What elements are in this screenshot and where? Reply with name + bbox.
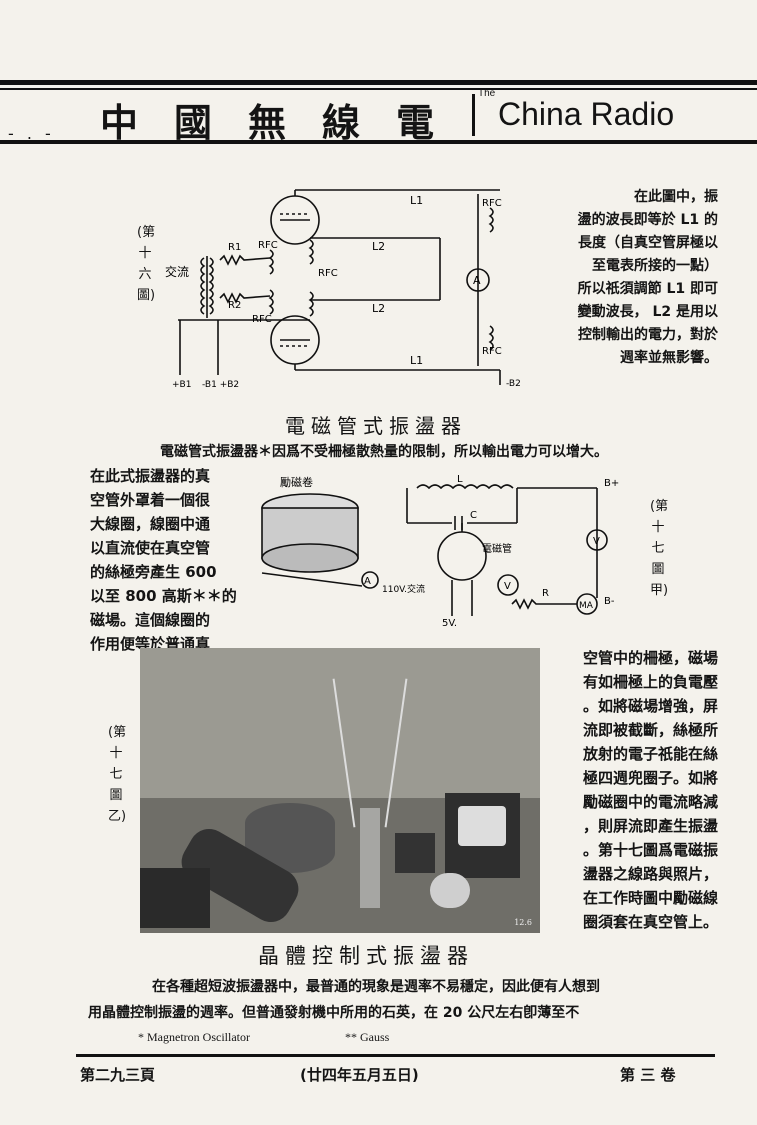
fig16-r2-label: R2 bbox=[228, 300, 241, 311]
fig17a-l-label: L bbox=[457, 474, 463, 485]
fig17a-label: (第十七圖甲) bbox=[650, 499, 669, 598]
fig17a-r-label: R bbox=[542, 588, 549, 599]
section-heading-crystal: 晶體控制式振盪器 bbox=[258, 944, 474, 968]
section1-left-text: 在此式振盪器的真空管外罩着一個很 大線圈，線圈中通以直流使在真空管 的絲極旁產生… bbox=[90, 467, 237, 653]
fig16-rfc-4: RFC bbox=[482, 198, 502, 209]
fig16-caption: 在此圖中，振盪的波長即等於 L1 的 長度（自真空管屏極以至電表所接的一點） 所… bbox=[577, 189, 718, 366]
fig17a-ac-label: 110V.交流 bbox=[382, 583, 425, 595]
fig17b-label: (第十七圖乙) bbox=[108, 725, 127, 824]
fig16-b1-label: +B1 bbox=[172, 380, 191, 390]
fig17a-ammeter-label: A bbox=[364, 576, 371, 587]
magnetron-tube-icon bbox=[437, 531, 487, 581]
section1-intro: 電磁管式振盪器＊因爲不受柵極散熱量的限制，所以輸出電力可以增大。 bbox=[160, 444, 608, 460]
masthead-title-cn: 中國無線電 bbox=[100, 101, 471, 145]
fig17a-c-label: C bbox=[470, 510, 477, 521]
masthead-title-en: China Radio bbox=[498, 96, 675, 132]
fig16-rfc-3: RFC bbox=[252, 314, 272, 325]
section-heading-magnetron: 電磁管式振盪器 bbox=[285, 414, 467, 438]
fig17a-5v-label: 5V. bbox=[442, 618, 457, 629]
footer-date: (廿四年五月五日) bbox=[300, 1066, 419, 1084]
footnote-2: ** Gauss bbox=[345, 1030, 390, 1044]
footer-volume: 第 三 卷 bbox=[620, 1066, 676, 1084]
fig16-rfc-1: RFC bbox=[258, 240, 278, 251]
fig17a-diagram: 勵磁卷 電磁管 A 110V.交流 5V. B+ B- L C R V V MA bbox=[261, 474, 619, 629]
fig16-ac-label: 交流 bbox=[165, 264, 189, 279]
fig17a-bminus-label: B- bbox=[604, 596, 615, 607]
fig17a-bplus-label: B+ bbox=[604, 478, 619, 489]
masthead-divider bbox=[472, 94, 475, 136]
footer-page-number: 第二九三頁 bbox=[80, 1066, 156, 1084]
fig16-circuit-diagram: 交流 R1 R2 RFC RFC RFC RFC RFC L1 L2 L2 L1… bbox=[165, 189, 521, 390]
fig17a-coil-label: 勵磁卷 bbox=[280, 475, 313, 489]
fig17a-voltmeter-label: V bbox=[593, 536, 600, 547]
top-rule bbox=[0, 80, 757, 85]
fig17b-photo-tag: 12.6 bbox=[514, 918, 532, 927]
fig16-l2-top: L2 bbox=[372, 240, 385, 253]
masthead-bottom-rule bbox=[0, 140, 757, 144]
fig16-ammeter-label: A bbox=[473, 274, 481, 287]
fig16-r1-label: R1 bbox=[228, 242, 241, 253]
masthead-the: The bbox=[478, 88, 496, 99]
fig16-l2-bottom: L2 bbox=[372, 302, 385, 315]
fig17a-tube-label: 電磁管 bbox=[482, 542, 512, 555]
section1-right-text: 空管中的柵極，磁場有如柵極上的負電壓 。如將磁場增強，屏流即被截斷，絲極所 放射… bbox=[582, 649, 718, 931]
fig16-l1-bottom: L1 bbox=[410, 354, 423, 367]
fig17a-voltmeter2-label: V bbox=[504, 581, 511, 592]
masthead-dash: - . - bbox=[8, 124, 55, 143]
footnote-1: * Magnetron Oscillator bbox=[138, 1030, 250, 1044]
fig16-rfc-2: RFC bbox=[318, 268, 338, 279]
fig17b-photo: 12.6 bbox=[140, 648, 540, 933]
fig16-label: (第十六圖) bbox=[137, 225, 156, 303]
fig16-b2-label: -B1 +B2 bbox=[202, 380, 239, 390]
fig16-rfc-5: RFC bbox=[482, 346, 502, 357]
fig16-l1-top: L1 bbox=[410, 194, 423, 207]
top-rule-thin bbox=[0, 88, 757, 90]
fig16-b2n-label: -B2 bbox=[506, 379, 521, 389]
footer-rule bbox=[76, 1054, 715, 1057]
fig17a-ma-label: MA bbox=[579, 601, 594, 611]
section2-text: 在各種超短波振盪器中，最普通的現象是週率不易穩定，因此便有人想到 用晶體控制振盪… bbox=[88, 979, 600, 1021]
